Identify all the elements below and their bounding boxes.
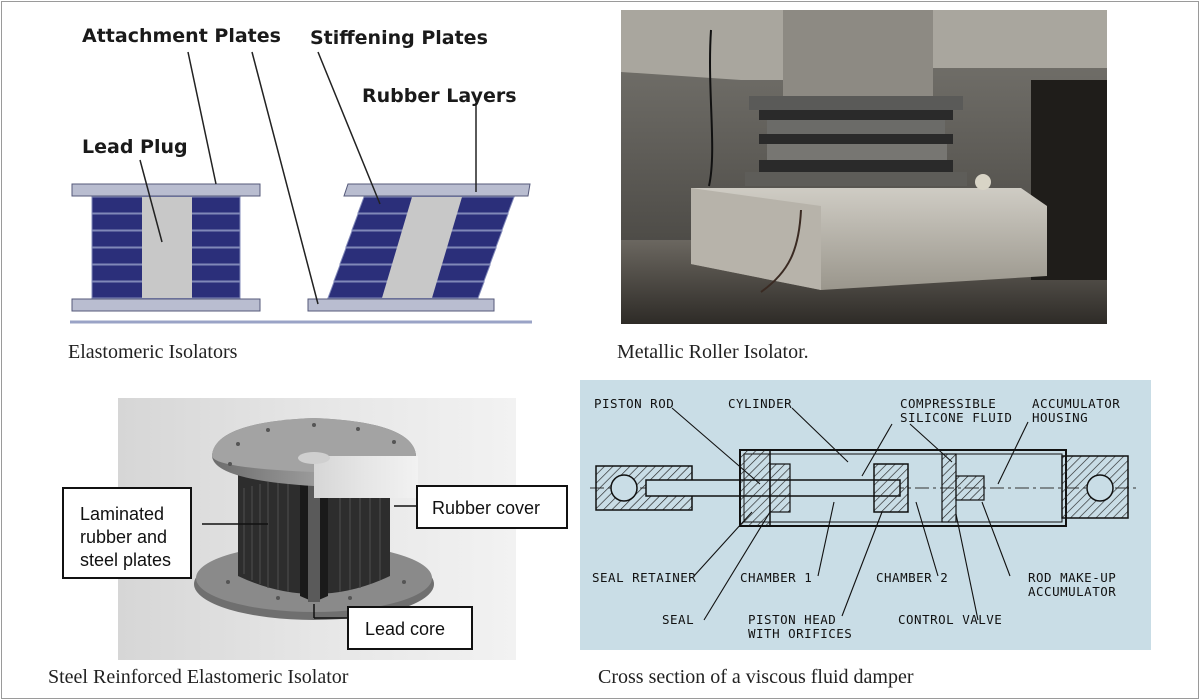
elastomeric-caption: Elastomeric Isolators <box>68 341 238 363</box>
rubber-cover-label: Rubber cover <box>416 485 568 529</box>
control-valve-label: CONTROL VALVE <box>898 612 1002 627</box>
bottom-attachment-plate-sheared <box>307 298 495 312</box>
lead-core-label: Lead core <box>347 606 473 650</box>
lead-plug-sheared <box>382 197 462 298</box>
attachment-plates-label: Attachment Plates <box>82 25 281 47</box>
piston-head-label-1: PISTON HEAD <box>748 612 836 627</box>
cylinder-label: CYLINDER <box>728 396 792 411</box>
compressible-label-2: SILICONE FLUID <box>900 410 1012 425</box>
rod-makeup-label-1: ROD MAKE-UP <box>1028 570 1116 585</box>
viscous-damper-diagram: PISTON ROD CYLINDER COMPRESSIBLE SILICON… <box>580 380 1151 650</box>
bottom-attachment-plate <box>71 298 261 312</box>
accumulator-housing-label-2: HOUSING <box>1032 410 1088 425</box>
rubber-layers-label: Rubber Layers <box>362 85 517 107</box>
lead-plug <box>142 197 192 298</box>
isolator-upright <box>71 183 261 312</box>
rod-makeup-label-2: ACCUMULATOR <box>1028 584 1116 599</box>
elastomeric-isolators-panel: Attachment Plates Stiffening Plates Rubb… <box>40 12 560 332</box>
chamber2-label: CHAMBER 2 <box>876 570 948 585</box>
isolator-sheared <box>307 183 531 312</box>
laminated-line-1: Laminated <box>80 504 165 524</box>
top-attachment-plate <box>71 183 261 197</box>
elastomeric-isolators-diagram: Attachment Plates Stiffening Plates Rubb… <box>70 25 532 324</box>
steel-caption: Steel Reinforced Elastomeric Isolator <box>48 666 349 688</box>
blueprint-background <box>580 380 1151 650</box>
damper-caption: Cross section of a viscous fluid damper <box>598 666 914 688</box>
roller-isolator-illustration <box>621 10 1107 324</box>
chamber1-label: CHAMBER 1 <box>740 570 812 585</box>
damper-leader-lines <box>671 407 1029 621</box>
seal-label: SEAL <box>662 612 694 627</box>
piston-rod-label: PISTON ROD <box>594 396 674 411</box>
lead-plug-label: Lead Plug <box>82 136 188 158</box>
accumulator-housing-label-1: ACCUMULATOR <box>1032 396 1120 411</box>
roller-caption: Metallic Roller Isolator. <box>617 341 809 363</box>
damper-body <box>590 449 1140 527</box>
seal-retainer-label: SEAL RETAINER <box>592 570 696 585</box>
top-attachment-plate-sheared <box>343 183 531 197</box>
laminated-rubber-label-box: Laminated rubber and steel plates <box>62 487 192 579</box>
viscous-damper-panel: PISTON ROD CYLINDER COMPRESSIBLE SILICON… <box>580 380 1151 650</box>
compressible-label-1: COMPRESSIBLE <box>900 396 996 411</box>
laminated-line-2: rubber and <box>80 527 168 547</box>
leader-lines <box>139 51 477 305</box>
stiffening-plates-label: Stiffening Plates <box>310 27 488 49</box>
laminated-line-3: steel plates <box>80 550 172 570</box>
roller-isolator-photo <box>621 10 1107 324</box>
piston-head-label-2: WITH ORIFICES <box>748 626 852 641</box>
